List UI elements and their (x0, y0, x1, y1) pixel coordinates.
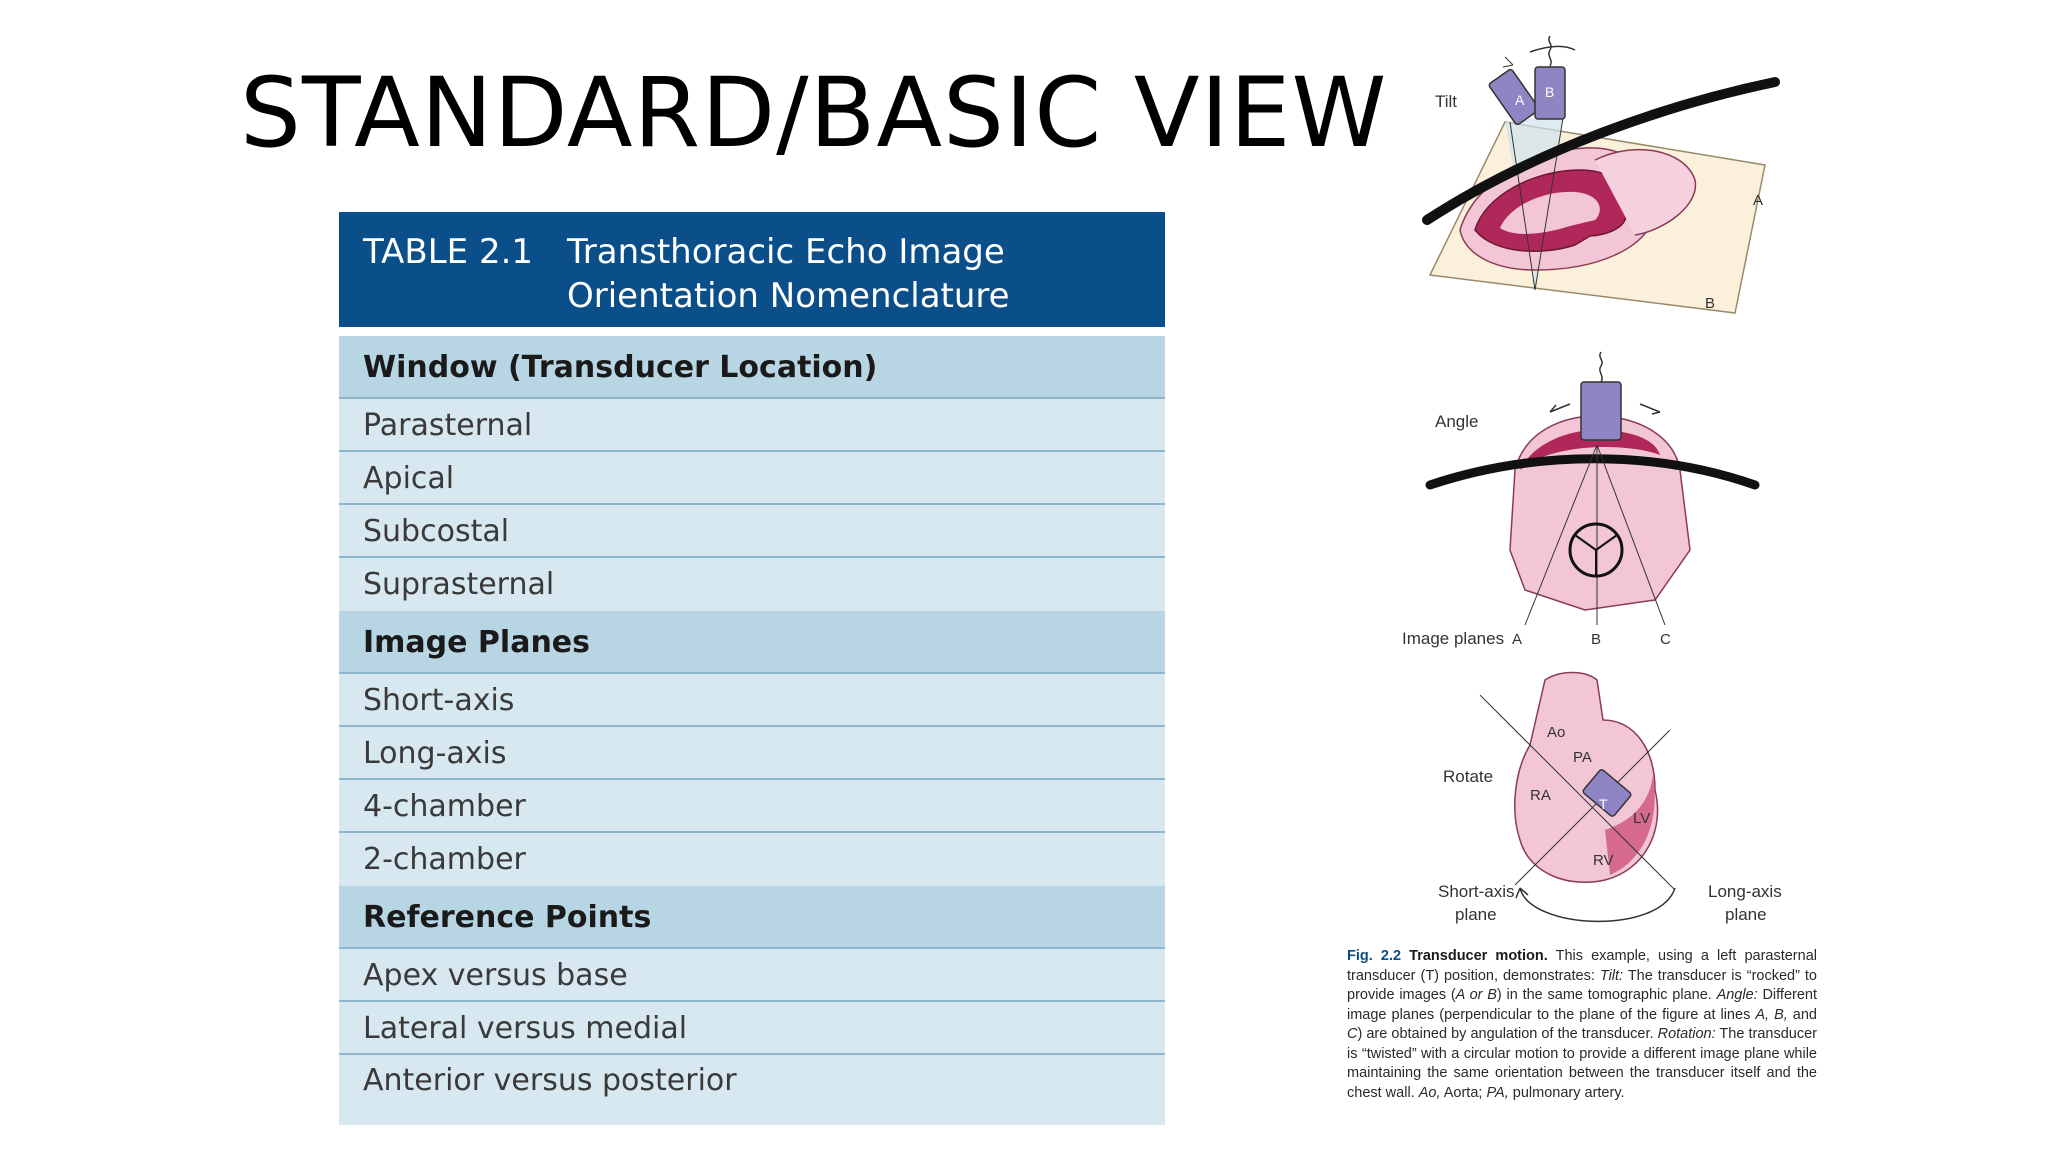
table-row: 2-chamber (363, 842, 526, 877)
transducer-motion-figure: Tilt A B A B Angle Image planes A B C (1335, 30, 1835, 1120)
angle-label-text: Angle (1435, 412, 1478, 431)
long-axis-label-line-1: Long-axis (1708, 882, 1782, 901)
chamber-ao: Ao (1547, 724, 1565, 741)
tilt-plane-a: A (1753, 192, 1763, 209)
plane-letter-b: B (1591, 631, 1601, 648)
plane-letter-a: A (1512, 631, 1522, 648)
table-row: Suprasternal (363, 567, 555, 602)
transducer-letter-t: T (1599, 796, 1608, 812)
tilt-letter-a: A (1515, 92, 1525, 108)
caption-text: The transducer is “rocked” to provide im… (1347, 967, 1817, 1004)
short-axis-label-line-1: Short-axis (1438, 882, 1515, 901)
section-heading-window: Window (Transducer Location) (339, 336, 1165, 399)
rotate-label-text: Rotate (1443, 767, 1493, 786)
table-row: Lateral versus medial (339, 1002, 1165, 1055)
table-row: Long-axis (339, 727, 1165, 780)
caption-italic: Rotation: (1657, 1026, 1716, 1042)
table-row: Parasternal (339, 399, 1165, 452)
table-body: Window (Transducer Location) Parasternal… (339, 336, 1165, 1125)
caption-text: This example, using a left parasternal t… (1347, 948, 1817, 984)
table-row: Anterior versus posterior (363, 1063, 737, 1098)
section-heading-reference-points: Reference Points (339, 886, 1165, 949)
caption-text: Different image planes (perpendicular to… (1347, 987, 1817, 1023)
caption-text: and (1787, 1006, 1817, 1023)
caption-text: pulmonary artery. (1508, 1084, 1625, 1101)
image-planes-label-text: Image planes (1402, 629, 1504, 648)
caption-text: ) are obtained by angulation of the tran… (1357, 1026, 1658, 1042)
chamber-pa: PA (1573, 749, 1592, 766)
tilt-plane-b: B (1705, 295, 1715, 312)
table-row: Subcostal (339, 505, 1165, 558)
caption-bold-title: Transducer motion. (1409, 948, 1548, 964)
table-row: Apical (339, 452, 1165, 505)
transducer-motion-illustration: Tilt A B A B Angle Image planes A B C (1402, 35, 1782, 924)
short-axis-label-line-2: plane (1455, 905, 1497, 924)
chamber-rv: RV (1593, 852, 1614, 869)
table-header: TABLE 2.1 Transthoracic Echo Image Orien… (339, 212, 1165, 327)
table-number: TABLE 2.1 (363, 232, 534, 272)
caption-italic: C (1347, 1026, 1358, 1042)
plane-letter-c: C (1660, 631, 1671, 648)
caption-text: Aorta; (1440, 1084, 1487, 1101)
figure-caption: Fig. 2.2 Transducer motion. This example… (1347, 947, 1817, 1103)
tilt-panel (1422, 35, 1780, 314)
tilt-label-text: Tilt (1435, 92, 1457, 111)
angle-panel (1425, 351, 1760, 626)
caption-italic: A or B (1455, 987, 1497, 1003)
long-axis-label-line-2: plane (1725, 905, 1767, 924)
table-title: Transthoracic Echo Image Orientation Nom… (567, 230, 1141, 327)
nomenclature-table: TABLE 2.1 Transthoracic Echo Image Orien… (339, 212, 1165, 1130)
table-row: Apex versus base (339, 949, 1165, 1002)
table-row: 4-chamber (339, 780, 1165, 833)
caption-italic: Tilt: (1599, 967, 1624, 984)
tilt-letter-b: B (1545, 84, 1554, 100)
slide-title: STANDARD/BASIC VIEW (240, 57, 1388, 169)
section-heading-image-planes: Image Planes (339, 611, 1165, 674)
caption-italic: Angle: (1716, 987, 1758, 1003)
chamber-lv: LV (1633, 810, 1650, 827)
table-row: Short-axis (339, 674, 1165, 727)
chamber-ra: RA (1530, 787, 1551, 804)
caption-text: ) in the same tomographic plane. (1496, 987, 1717, 1003)
table-title-line-1: Transthoracic Echo Image (567, 232, 1005, 272)
caption-italic: PA, (1486, 1084, 1509, 1101)
caption-figure-number: Fig. 2.2 (1347, 948, 1402, 964)
table-title-line-2: Orientation Nomenclature (567, 276, 1010, 316)
caption-text: The transducer is “twisted” with a circu… (1347, 1026, 1817, 1101)
caption-italic: Ao, (1418, 1084, 1441, 1101)
caption-italic: A, B, (1755, 1006, 1788, 1023)
rotate-panel (1479, 671, 1676, 923)
